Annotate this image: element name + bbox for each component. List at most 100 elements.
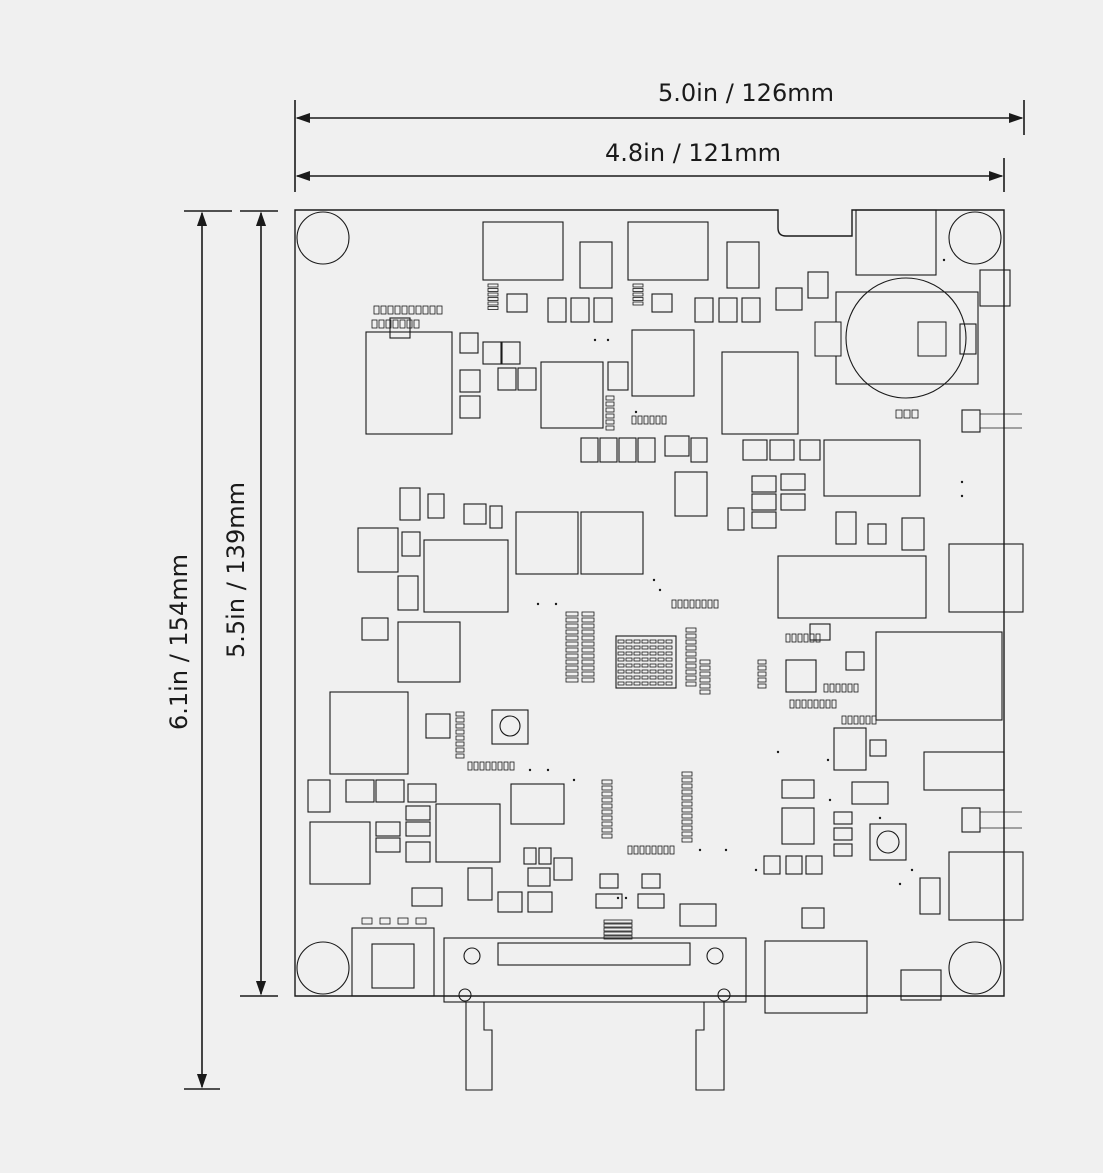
passive-pad [605,407,615,413]
passive-pad [565,629,579,635]
passive-pad [455,729,465,735]
passive-pad [683,599,689,609]
passive-pad [665,663,673,668]
smd [618,437,637,463]
passive-pad [757,659,767,665]
passive-pad [633,669,641,674]
passive-pad [841,683,847,693]
passive-pad [581,623,595,629]
passive-pad [795,699,801,709]
passive-pad [699,677,711,683]
passive-pad [649,669,657,674]
passive-pad [631,415,637,425]
passive-pad [819,699,825,709]
passive-pad [485,761,491,771]
smd [674,471,708,517]
passive-pad [378,319,385,329]
passive-pad [380,305,387,315]
smd [375,837,401,853]
via [528,768,532,772]
connector [764,940,868,1014]
inductor [515,511,579,575]
passive-pad [617,651,625,656]
passive-pad [601,803,613,809]
passive-pad [603,923,633,928]
jst-connector-inner [371,943,415,989]
passive-pad [649,651,657,656]
idc-header-latch [465,1002,493,1091]
passive-pad [601,821,613,827]
passive-pad [632,297,644,301]
passive-pad [831,699,837,709]
via [828,798,832,802]
push-button [491,709,529,745]
passive-pad [661,415,667,425]
passive-pad [581,635,595,641]
smd [694,297,714,323]
smd [919,877,941,915]
passive-pad [601,779,613,785]
passive-pad [685,633,697,639]
via [606,338,610,342]
passive-pad [617,681,625,686]
passive-pad [399,319,406,329]
passive-pad [455,735,465,741]
passive-pad [639,845,645,855]
smd [799,439,821,461]
passive-pad [841,715,847,725]
passive-pad [699,671,711,677]
smd [769,439,795,461]
smd [833,843,853,857]
smd [851,781,889,805]
passive-pad [665,651,673,656]
via [960,480,964,484]
passive-pad [685,639,697,645]
passive-pad [807,699,813,709]
smd [467,867,493,901]
passive-pad [803,633,809,643]
smd [901,517,925,551]
smd [375,821,401,837]
ic [423,539,509,613]
header-pin [961,409,981,433]
passive-pad [601,785,613,791]
passive-pad [829,683,835,693]
smd [763,855,781,875]
passive-pad [895,409,903,419]
passive-pad [685,681,697,687]
passive-pad [397,917,409,925]
passive-pad [853,683,859,693]
via [910,868,914,872]
smd [397,575,419,611]
via [776,750,780,754]
passive-pad [581,617,595,623]
passive-pad [663,845,669,855]
passive-pad [665,675,673,680]
passive-pad [601,791,613,797]
passive-pad [847,715,853,725]
passive-pad [801,699,807,709]
passive-pad [633,657,641,662]
passive-pad [859,715,865,725]
usb-mini [923,751,1005,791]
passive-pad [455,747,465,753]
smd [679,903,717,927]
passive-pad [627,845,633,855]
via [554,602,558,606]
passive-pad [681,789,693,795]
passive-pad [657,845,663,855]
smd [727,507,745,531]
header-pin [961,807,981,833]
overall-width-dimension: 5.0in / 126mm [294,79,1025,192]
smd [651,293,673,313]
passive-pad [632,301,644,306]
ic [425,713,451,739]
passive-pad [565,617,579,623]
passive-pad [565,665,579,671]
passive-pad [565,647,579,653]
passive-pad [823,683,829,693]
smd [867,523,887,545]
overall-height-label: 6.1in / 154mm [165,554,193,730]
via [826,758,830,762]
board-width-label: 4.8in / 121mm [605,139,781,167]
